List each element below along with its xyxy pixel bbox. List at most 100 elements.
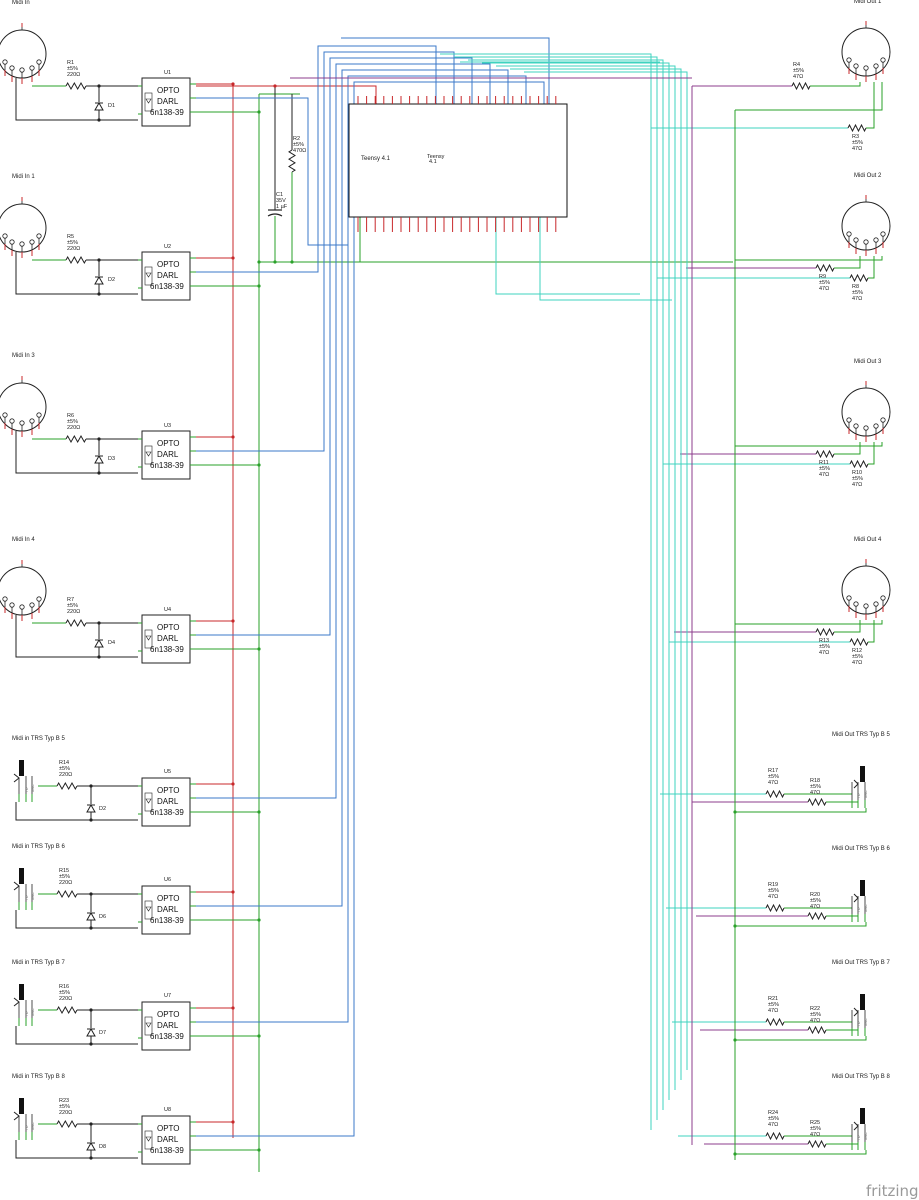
diode-symbol — [94, 101, 104, 111]
wire — [15, 431, 100, 474]
capacitor-plate-curved — [267, 213, 283, 217]
trs-jack-icon — [19, 1098, 24, 1114]
fritzing-logo: fritzing — [866, 1182, 919, 1200]
resistor-val: 47Ω — [810, 904, 820, 910]
gnd-to-teensy — [259, 217, 361, 263]
wire — [196, 81, 545, 1137]
tx-line — [496, 65, 676, 1090]
midi-in-trs-label: Midi in TRS Typ B 7 — [12, 960, 65, 966]
opto-line-2: DARL — [157, 271, 179, 280]
opto-line-2: DARL — [157, 634, 179, 643]
tx-line — [524, 71, 688, 1070]
resistor-val: 47Ω — [810, 1132, 820, 1138]
resistor-tol: ±5% — [852, 290, 863, 296]
resistor-val: 220Ω — [67, 609, 80, 615]
wire — [15, 78, 100, 121]
junction-dot — [231, 1120, 235, 1124]
din-pin — [853, 423, 859, 429]
junction-dot — [89, 1042, 93, 1046]
tx-line — [454, 56, 658, 1120]
resistor-symbol — [765, 1131, 785, 1141]
junction-dot — [89, 1156, 93, 1160]
resistor-name: R4 — [793, 62, 800, 68]
resistor-val: 47Ω — [810, 1018, 820, 1024]
opto-name: U7 — [164, 993, 171, 999]
resistor-symbol — [849, 273, 869, 283]
resistor-symbol — [765, 1017, 785, 1027]
resistor-name: R11 — [819, 460, 829, 466]
din-pin — [880, 595, 886, 601]
opto-line-3: 6n138-39 — [150, 1032, 184, 1041]
teensy-module: Teensy 4.1 Teensy 4.1 — [348, 96, 568, 232]
junction-dot — [257, 1148, 261, 1152]
junction-dot — [97, 437, 101, 441]
opto-line-3: 6n138-39 — [150, 1146, 184, 1155]
resistor-tol: ±5% — [819, 644, 830, 650]
junction-dot — [257, 110, 261, 114]
opto-line-1: OPTO — [157, 623, 180, 632]
wire — [735, 82, 883, 111]
optocoupler-body — [141, 614, 191, 664]
din-pin — [853, 63, 859, 69]
junction-dot — [257, 810, 261, 814]
wire — [196, 69, 509, 907]
din-pin — [863, 425, 869, 431]
opto-line-1: OPTO — [157, 260, 180, 269]
diode-name: D4 — [108, 640, 115, 646]
resistor-name: R14 — [59, 760, 69, 766]
resistor-val: 47Ω — [852, 146, 862, 152]
c1-name: C1 — [276, 192, 283, 198]
resistor-name: R13 — [819, 638, 829, 644]
resistor-name: R18 — [810, 778, 820, 784]
resistor-val: 47Ω — [793, 74, 803, 80]
din-pin — [853, 237, 859, 243]
resistor-val: 47Ω — [819, 472, 829, 478]
opto-line-1: OPTO — [157, 439, 180, 448]
wires-layer — [15, 37, 883, 1172]
opto-line-2: DARL — [157, 1135, 179, 1144]
trs-pin-label: RING — [864, 1018, 868, 1026]
junction-dot — [97, 118, 101, 122]
tx-line — [440, 53, 652, 1130]
resistor-val: 47Ω — [810, 790, 820, 796]
diode-name: D2 — [108, 277, 115, 283]
vcc-to-teensy — [196, 85, 377, 104]
din-pin — [880, 417, 886, 423]
optocoupler-body — [141, 251, 191, 301]
resistor-symbol — [847, 123, 867, 133]
diode-name: D7 — [99, 1030, 106, 1036]
wire — [196, 51, 455, 452]
midi-in-label: Midi In 1 — [12, 174, 35, 180]
wire — [735, 922, 867, 927]
opto-line-2: DARL — [157, 905, 179, 914]
din-pin — [19, 604, 25, 610]
resistor-symbol — [56, 1119, 78, 1129]
resistor-symbol — [65, 618, 87, 628]
opto-name: U1 — [164, 70, 171, 76]
din-pin — [29, 239, 35, 245]
wire — [735, 1150, 867, 1155]
opto-name: U5 — [164, 769, 171, 775]
junction-dot — [257, 284, 261, 288]
trs-jack-icon — [860, 766, 865, 782]
diode-name: D1 — [108, 103, 115, 109]
resistor-val: 220Ω — [67, 246, 80, 252]
diode-symbol — [94, 275, 104, 285]
din-pin — [846, 57, 852, 63]
midi-out-trs-label: Midi Out TRS Typ B 8 — [832, 1074, 890, 1080]
wire — [196, 57, 473, 636]
resistor-symbol — [815, 627, 835, 637]
resistor-val: 47Ω — [768, 780, 778, 786]
trs-jack-icon — [860, 880, 865, 896]
c1-val: 1 µF — [276, 204, 288, 210]
resistor-tol: ±5% — [810, 784, 821, 790]
opto-line-2: DARL — [157, 797, 179, 806]
junction-dot — [257, 918, 261, 922]
diode-symbol — [86, 911, 96, 921]
junction-dot — [97, 84, 101, 88]
din-pin — [19, 241, 25, 247]
trs-contact — [853, 893, 859, 903]
din-pin — [36, 596, 42, 602]
midi-in-label: Midi In 3 — [12, 353, 35, 359]
